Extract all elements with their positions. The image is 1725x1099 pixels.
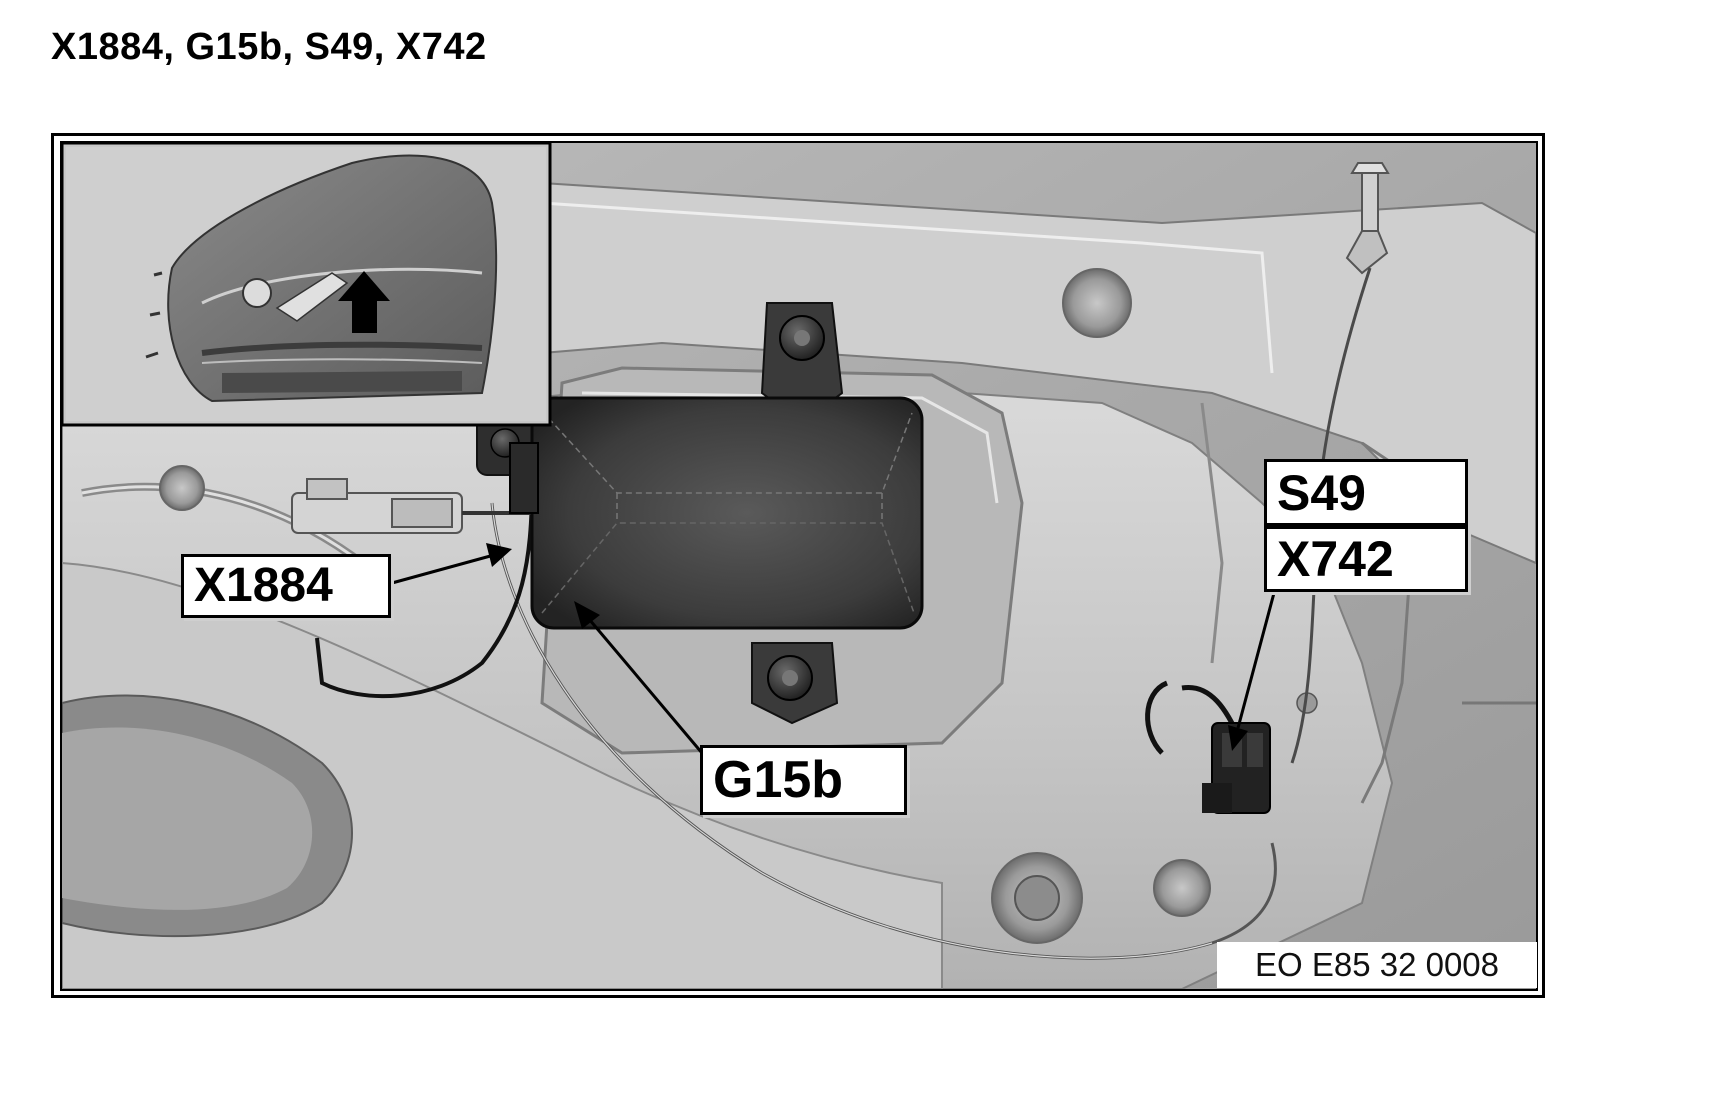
callout-s49: S49 <box>1264 459 1468 526</box>
callout-g15b: G15b <box>700 745 907 815</box>
arrow-icon-s49-x742 <box>1228 592 1276 751</box>
arrow-icon-g15b <box>574 601 704 754</box>
connector-s49-x742 <box>1145 680 1271 814</box>
arrow-up-icon <box>338 271 390 333</box>
figure-reference-code: EO E85 32 0008 <box>1217 942 1537 988</box>
callout-x742: X742 <box>1264 526 1468 592</box>
door-clip-pin <box>1345 162 1390 275</box>
arrow-icon-x1884 <box>391 543 512 585</box>
callout-x1884: X1884 <box>181 554 391 618</box>
panel-hole-lower-right <box>1153 859 1211 917</box>
inset-detail-view <box>62 143 552 427</box>
connector-x1884-housing <box>291 478 532 534</box>
panel-hole-upper-right <box>1062 268 1132 338</box>
control-module-g15b <box>509 396 924 630</box>
page-title: X1884, G15b, S49, X742 <box>51 26 487 68</box>
module-upper-bracket <box>760 302 844 409</box>
module-lower-bracket <box>751 642 839 725</box>
panel-hole-left <box>159 465 205 511</box>
wire-left <box>315 482 534 699</box>
